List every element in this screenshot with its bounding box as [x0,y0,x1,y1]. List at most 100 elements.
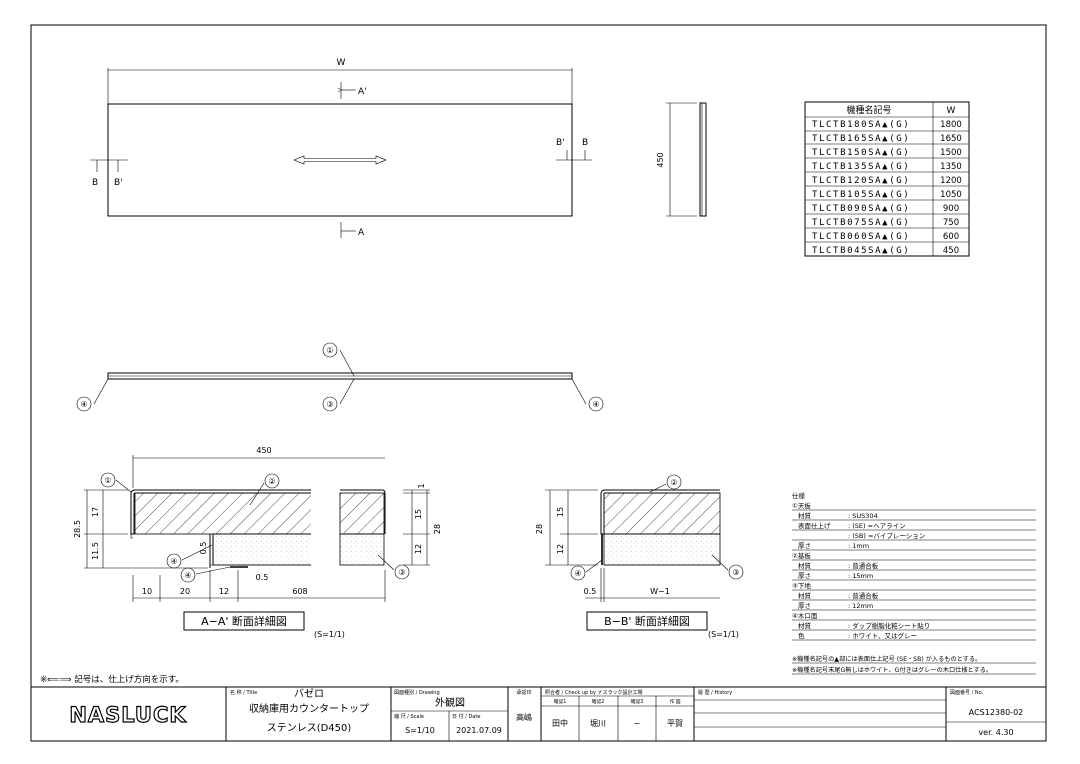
table-row-w: 450 [943,246,959,256]
aa-dim-right-28: 28 [433,524,442,534]
spec-head-4: ④木口面 [792,611,818,620]
bb-base-plywood [603,492,721,535]
bb-dim-w1: W−1 [650,587,670,596]
front-callout-4-left: ④ [80,400,87,409]
aa-dim-right-1: 1 [417,483,426,488]
drawing-number: ACS12380-02 [969,708,1024,717]
aa-title: A−A' 断面詳細図 [201,614,287,628]
table-row-w: 750 [943,218,959,228]
date-label: 日 付 / Date [452,713,480,720]
checker-name: 平賀 [667,718,683,728]
date-value: 2021.07.09 [456,726,502,735]
front-callout-4-right: ④ [592,400,599,409]
spec-note-2: ※機種名記号末尾G無しはホワイト、G付きはグレーの木口仕様とする。 [792,666,992,674]
table-header-w: W [947,106,956,116]
spec-label: 材質 [798,511,812,520]
spec-label: 材質 [798,621,812,630]
aa-underlayer [212,533,321,566]
drawing-version: ver. 4.30 [978,728,1013,737]
table-row-model: TLCTB165SA▲(G) [812,134,910,144]
table-row-w: 1800 [940,120,962,130]
history-label: 履 歴 / History [698,690,732,696]
check-label: 照合者 / Check up by ナスラック設計工場 [545,689,643,696]
finish-direction-arrow [293,155,387,165]
aa-dim-left-total: 28.5 [73,520,82,538]
table-row-model: TLCTB105SA▲(G) [812,190,910,200]
section-mark-a-bottom: A [358,228,365,238]
title-brand: バゼロ [294,688,324,700]
checker-name: − [634,719,641,728]
section-mark-b-left-2: B' [114,178,123,188]
table-row-w: 1050 [940,190,962,200]
front-view: ① ④ ③ ④ [76,342,604,412]
table-row-model: TLCTB135SA▲(G) [812,162,910,172]
spec-label: 厚さ [798,572,811,580]
title-name-line1: 収納庫用カウンタートップ [249,702,369,715]
spec-label: 厚さ [798,602,811,610]
spec-value: : ホワイト、又はグレー [848,631,917,640]
section-mark-a-top: A' [358,87,367,97]
front-callout-3: ③ [326,400,333,409]
spec-label: 材質 [798,561,812,570]
spec-label: 厚さ [798,542,811,550]
aa-dim-bottom-608: 608 [292,587,307,596]
table-row-w: 1650 [940,134,962,144]
bb-callout-2: ② [670,478,677,487]
plan-top-outline [107,103,573,217]
spec-value: : 普通合板 [848,591,879,600]
model-table: 機種名記号 W TLCTB180SA▲(G) 1800 TLCTB165SA▲(… [804,101,970,257]
scale-value: S=1/10 [405,726,435,735]
aa-callout-4-a: ④ [170,557,177,566]
spec-head-2: ②基板 [792,551,811,560]
drawing-type-label: 図面種別 / Drawing [394,689,440,696]
spec-value: : 普通合板 [848,561,879,570]
side-view: 450 [656,102,707,217]
bb-title: B−B' 断面詳細図 [604,614,690,628]
front-callout-1: ① [326,346,333,355]
spec-head-1: ①天板 [792,501,811,510]
plan-view: W A' A B B' B' B [90,58,592,238]
table-header-model: 機種名記号 [846,104,891,116]
spec-value: : 15mm [848,572,873,580]
check-header: 確認1 [554,698,567,705]
aa-callout-2: ② [268,477,275,486]
table-row-model: TLCTB120SA▲(G) [812,176,910,186]
table-row-w: 600 [943,232,959,242]
aa-callout-1: ① [104,476,111,485]
check-header: 作 図 [669,698,680,705]
aa-dim-left-115: 11.5 [91,542,100,560]
spec-label: 色 [798,631,805,640]
section-aa: 450 28.5 17 11.5 0.5 0.5 1 [73,446,442,639]
bb-dim-05: 0.5 [584,587,597,596]
side-dim-depth: 450 [656,152,665,167]
aa-dim-left-17: 17 [91,507,100,517]
direction-note: ※⟸⟹ 記号は、仕上げ方向を示す。 [40,674,184,685]
aa-dim-bottom-10: 10 [142,587,152,596]
table-row-model: TLCTB060SA▲(G) [812,232,910,242]
section-mark-b-right-1: B' [556,138,565,148]
spec-title: 仕様 [792,491,806,500]
aa-callout-4-b: ④ [184,571,191,580]
check-header: 確認2 [592,698,605,705]
aa-scale: (S=1/1) [314,630,345,639]
bb-callout-4: ④ [574,569,581,578]
drawing-type: 外観図 [435,696,465,709]
spec-value: : SUS304 [848,512,878,520]
spec-label: 表面仕上げ [798,521,831,530]
spec-label: 材質 [798,591,812,600]
table-row-w: 1500 [940,148,962,158]
table-row-model: TLCTB090SA▲(G) [812,204,910,214]
aa-dim-top: 450 [256,446,271,455]
table-row-w: 1350 [940,162,962,172]
table-row-w: 900 [943,204,959,214]
aa-dim-05-a: 0.5 [199,542,208,555]
table-row-model: TLCTB180SA▲(G) [812,120,910,130]
table-row-model: TLCTB150SA▲(G) [812,148,910,158]
bb-underlayer [603,533,721,566]
bb-dim-28: 28 [535,524,544,534]
aa-dim-bottom-20: 20 [180,587,190,596]
aa-callout-3: ③ [398,568,405,577]
table-row-model: TLCTB075SA▲(G) [812,218,910,228]
drawing-no-label: 図面番号 / No. [950,689,984,696]
